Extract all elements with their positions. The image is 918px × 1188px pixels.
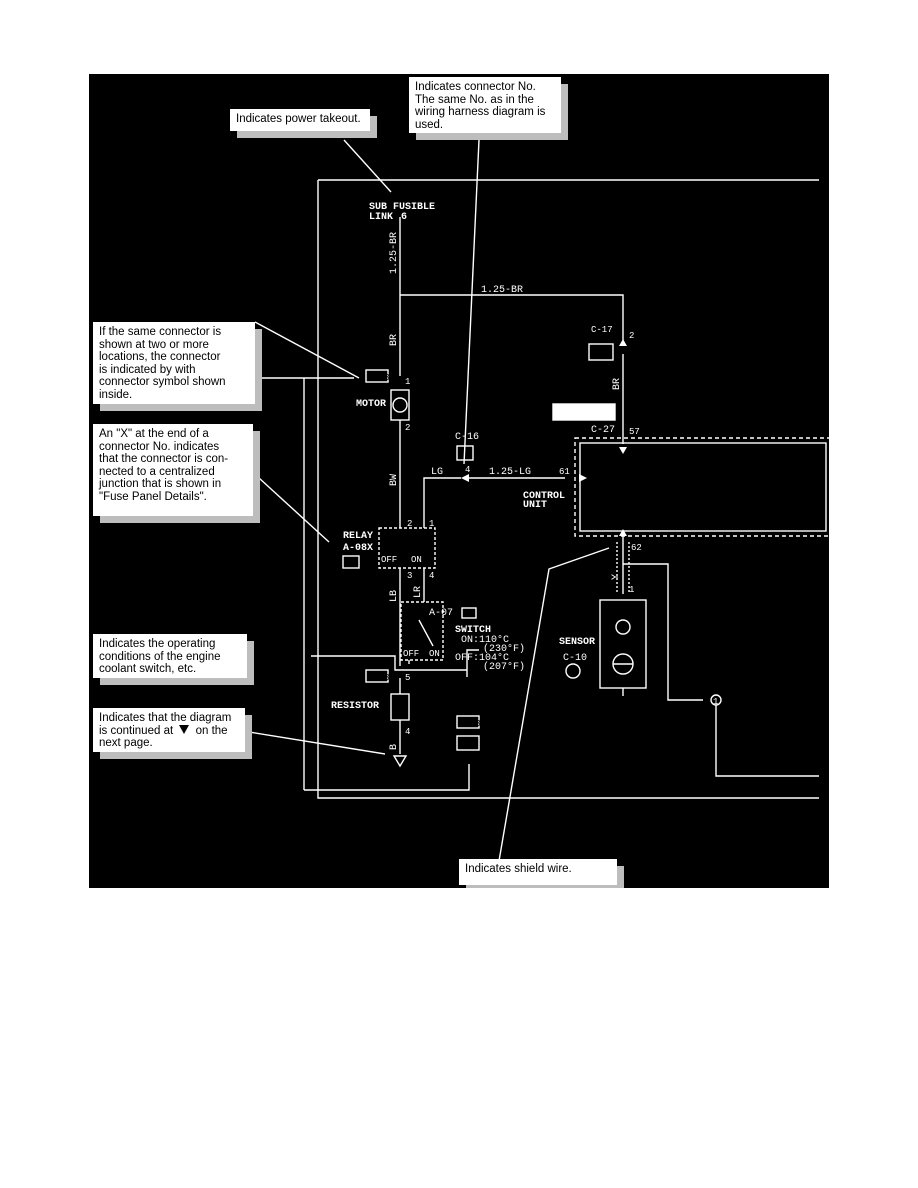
sensor-box bbox=[599, 599, 647, 689]
switch-on-temp-f: (230°F) bbox=[483, 643, 525, 655]
continuation-marker-icon bbox=[179, 724, 190, 734]
resistor-label: RESISTOR bbox=[331, 701, 379, 712]
relay-pin-1: 1 bbox=[429, 519, 434, 529]
switch-off-label: OFF bbox=[403, 649, 419, 659]
junction-1-label: 1 bbox=[713, 697, 718, 707]
resistor-pin-5: 5 bbox=[405, 673, 410, 683]
connector-a03-top: A-03 bbox=[368, 373, 390, 383]
relay-pin-3: 3 bbox=[407, 571, 412, 581]
callout-x-end: An "X" at the end of a connector No. ind… bbox=[93, 424, 253, 516]
relay-pin-2: 2 bbox=[407, 519, 412, 529]
connector-a03-mid: A-03 bbox=[368, 673, 390, 683]
connector-a03-bottom: A-03 bbox=[459, 719, 481, 729]
motor-pin-1: 1 bbox=[405, 377, 410, 387]
diagram-panel: SUB FUSIBLE LINK 6 1.25-BR 1.25-BR BR BR… bbox=[89, 74, 829, 888]
connector-c16: C-16 bbox=[455, 432, 479, 443]
switch-on-temp: ON:110°C bbox=[461, 634, 509, 646]
switch-on-label: ON bbox=[429, 649, 440, 659]
c27-pin-61: 61 bbox=[559, 467, 570, 477]
wire-label-125br-vertical: 1.25-BR bbox=[389, 232, 400, 274]
wire-label-y: Y bbox=[611, 574, 622, 580]
relay-connector-label: A-08X bbox=[343, 543, 373, 554]
relay-off-label: OFF bbox=[381, 555, 397, 565]
motor-label: MOTOR bbox=[356, 399, 386, 410]
relay-pin-4: 4 bbox=[429, 571, 434, 581]
connector-c27: C-27 bbox=[591, 425, 615, 436]
callout-operating-conditions: Indicates the operating conditions of th… bbox=[93, 634, 247, 678]
relay-on-label: ON bbox=[411, 555, 422, 565]
wire-label-br-main: BR bbox=[389, 334, 400, 346]
control-unit-label: CONTROL bbox=[523, 491, 565, 502]
control-unit-box bbox=[574, 437, 829, 537]
callout-power-takeout: Indicates power takeout. bbox=[230, 109, 370, 131]
callout-shield-wire: Indicates shield wire. bbox=[459, 859, 617, 885]
wire-label-b: B bbox=[389, 744, 400, 750]
frame-line-left bbox=[317, 180, 819, 799]
c17-pin-2: 2 bbox=[629, 331, 634, 341]
callout-continued-text-2: on the next page. bbox=[99, 724, 228, 750]
sub-fusible-link-label: LINK bbox=[369, 212, 393, 223]
c16-pin-4: 4 bbox=[465, 465, 470, 475]
resistor-box bbox=[390, 693, 410, 721]
control-unit-label-2: UNIT bbox=[523, 500, 547, 511]
wiring-diagram: SUB FUSIBLE LINK 6 1.25-BR 1.25-BR BR BR… bbox=[248, 139, 829, 862]
motor-box bbox=[390, 389, 410, 421]
c27-pin-62: 62 bbox=[631, 543, 642, 553]
wire-label-125br-horizontal: 1.25-BR bbox=[481, 285, 523, 296]
connector-c10: C-10 bbox=[563, 653, 587, 664]
wire-label-br-branch: BR bbox=[612, 378, 623, 390]
switch-off-temp: OFF:104°C bbox=[455, 652, 509, 664]
callout-continued: Indicates that the diagram is continued … bbox=[93, 708, 245, 752]
connector-a07: A-07 bbox=[429, 608, 453, 619]
branch-br-line bbox=[400, 294, 624, 344]
switch-box bbox=[400, 601, 444, 661]
sensor-label: SENSOR bbox=[559, 637, 595, 648]
connector-c17: C-17 bbox=[591, 325, 613, 335]
relay-box bbox=[378, 527, 436, 569]
switch-off-temp-f: (207°F) bbox=[483, 661, 525, 673]
relay-label: RELAY bbox=[343, 531, 373, 542]
sensor-pin-1: 1 bbox=[629, 585, 634, 595]
wire-label-lg: LG bbox=[431, 467, 443, 478]
wire-label-lb: LB bbox=[389, 590, 400, 602]
continuation-marker bbox=[392, 755, 408, 768]
callout-connector-number: Indicates connector No. The same No. as … bbox=[409, 77, 561, 133]
wire-label-lr: LR bbox=[413, 586, 424, 598]
callout-continued-text: Indicates that the diagram is continued … bbox=[99, 712, 232, 737]
motor-pin-2: 2 bbox=[405, 423, 410, 433]
wire-label-bw: BW bbox=[389, 474, 400, 486]
wire-label-125lg: 1.25-LG bbox=[489, 467, 531, 478]
sub-fusible-label: SUB FUSIBLE bbox=[369, 202, 435, 213]
c27-pin-57: 57 bbox=[629, 427, 640, 437]
switch-label: SWITCH bbox=[455, 625, 491, 636]
resistor-pin-4: 4 bbox=[405, 727, 410, 737]
fusible-number: 6 bbox=[401, 212, 407, 223]
callout-same-connector: If the same connector is shown at two or… bbox=[93, 322, 255, 404]
